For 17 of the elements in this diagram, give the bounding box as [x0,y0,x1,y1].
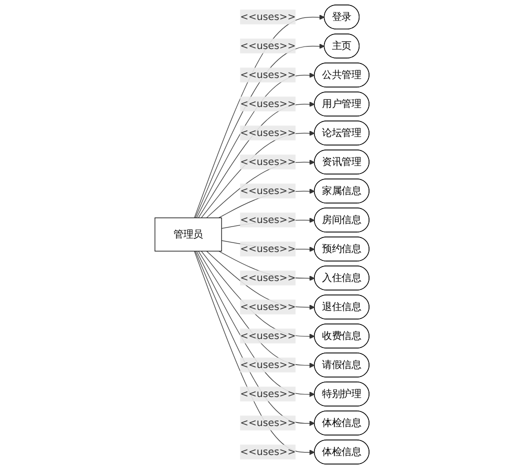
edge-label: <<uses>> [240,214,296,226]
edge-label: <<uses>> [240,40,296,52]
edge-label: <<uses>> [240,156,296,168]
edge-label: <<uses>> [240,184,296,197]
edge-label: <<uses>> [240,10,296,23]
edge-label: <<uses>> [240,388,296,400]
edge-label: <<uses>> [240,126,296,139]
edge-label: <<uses>> [240,98,296,110]
edge-label: <<uses>> [240,272,296,284]
edge-label: <<uses>> [240,358,296,371]
edge-label: <<uses>> [240,68,296,81]
edge-label: <<uses>> [240,330,296,342]
edge-label: <<uses>> [240,416,296,429]
edge-label: <<uses>> [240,300,296,313]
node-box: 管理员 [155,218,222,252]
edge-label: <<uses>> [240,242,296,255]
edge-label: <<uses>> [240,446,296,458]
